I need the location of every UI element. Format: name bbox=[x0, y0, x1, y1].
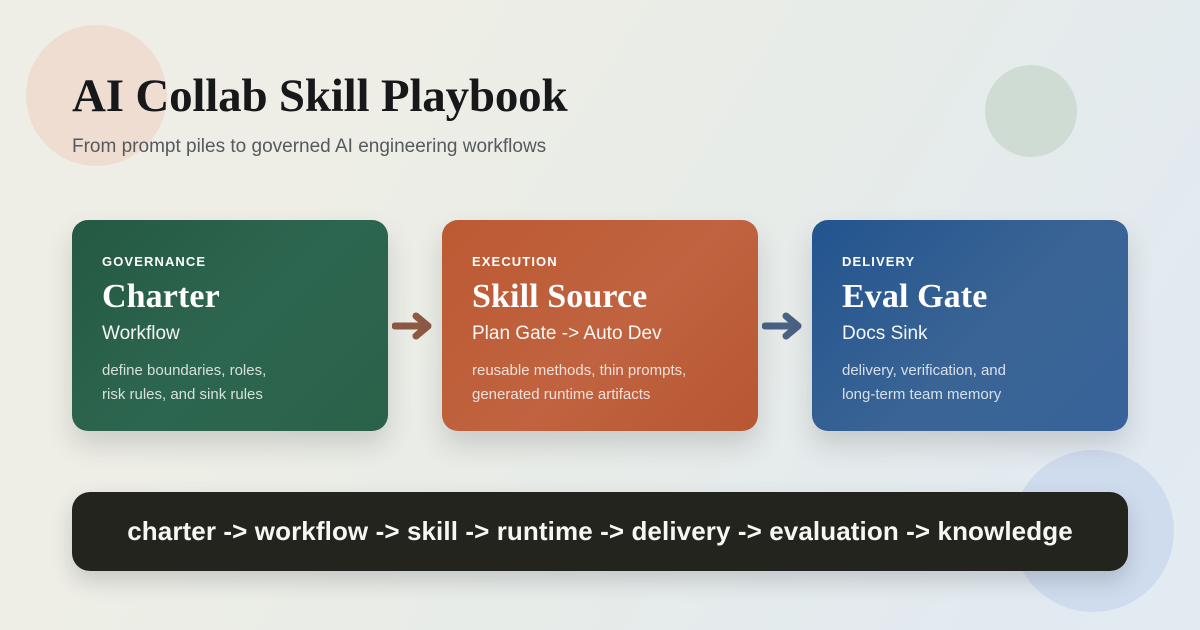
arrow-right-icon bbox=[762, 311, 808, 341]
pipeline-banner-text: charter -> workflow -> skill -> runtime … bbox=[127, 516, 1073, 546]
stage-title: Eval Gate bbox=[842, 278, 988, 315]
stage-eyebrow: GOVERNANCE bbox=[102, 254, 207, 269]
stage-eyebrow: EXECUTION bbox=[472, 254, 558, 269]
decorative-circle-sage bbox=[985, 65, 1077, 157]
flow-arrow-1 bbox=[388, 306, 442, 346]
stage-description-line: long-term team memory bbox=[842, 386, 1002, 403]
stage-description-line: define boundaries, roles, bbox=[102, 362, 267, 379]
stage-title: Charter bbox=[102, 278, 220, 315]
stage-subtitle: Plan Gate -> Auto Dev bbox=[472, 323, 662, 344]
stage-card-execution: EXECUTION Skill Source Plan Gate -> Auto… bbox=[442, 220, 758, 431]
stage-card-governance: GOVERNANCE Charter Workflow define bound… bbox=[72, 220, 388, 431]
stage-subtitle: Docs Sink bbox=[842, 323, 928, 344]
pipeline-banner: charter -> workflow -> skill -> runtime … bbox=[72, 492, 1128, 571]
stage-description-line: generated runtime artifacts bbox=[472, 386, 651, 403]
page-title: AI Collab Skill Playbook bbox=[72, 70, 568, 122]
stage-description: define boundaries, roles, risk rules, an… bbox=[102, 359, 360, 407]
stage-subtitle: Workflow bbox=[102, 323, 180, 344]
stage-description-line: delivery, verification, and bbox=[842, 362, 1006, 379]
stage-eyebrow: DELIVERY bbox=[842, 254, 916, 269]
stage-description-line: risk rules, and sink rules bbox=[102, 386, 263, 403]
stage-title: Skill Source bbox=[472, 278, 648, 315]
stage-card-delivery: DELIVERY Eval Gate Docs Sink delivery, v… bbox=[812, 220, 1128, 431]
flow-arrow-2 bbox=[758, 306, 812, 346]
stage-description: reusable methods, thin prompts, generate… bbox=[472, 359, 730, 407]
arrow-right-icon bbox=[392, 311, 438, 341]
header: AI Collab Skill Playbook From prompt pil… bbox=[72, 68, 972, 160]
page-subtitle: From prompt piles to governed AI enginee… bbox=[72, 136, 547, 157]
stage-description-line: reusable methods, thin prompts, bbox=[472, 362, 687, 379]
flow-diagram: GOVERNANCE Charter Workflow define bound… bbox=[72, 220, 1128, 431]
stage-description: delivery, verification, and long-term te… bbox=[842, 359, 1100, 407]
